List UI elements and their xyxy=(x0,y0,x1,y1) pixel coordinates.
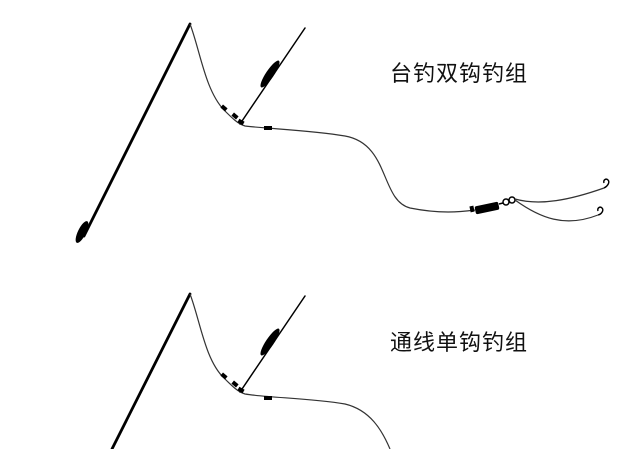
single-hook-rig-title: 通线单钩钓组 xyxy=(390,331,529,356)
main-line xyxy=(189,293,391,449)
line-stoppers xyxy=(220,372,272,400)
hook-icon xyxy=(603,178,610,189)
double-hook-rig-title: 台钓双钩钓组 xyxy=(390,62,529,87)
hook-icon xyxy=(597,206,604,216)
single-hook-rig xyxy=(110,292,391,449)
fishing-rod-icon xyxy=(110,292,192,449)
leader-line-2 xyxy=(514,199,599,222)
main-line xyxy=(189,23,476,213)
leader-line-1 xyxy=(514,187,605,203)
fishing-rod-icon xyxy=(75,22,192,243)
float-icon xyxy=(239,295,306,393)
line-stoppers xyxy=(220,104,272,130)
sinker-icon xyxy=(469,201,500,215)
swivel-icon xyxy=(498,196,516,206)
double-hook-rig xyxy=(75,22,610,243)
float-icon xyxy=(239,27,306,125)
